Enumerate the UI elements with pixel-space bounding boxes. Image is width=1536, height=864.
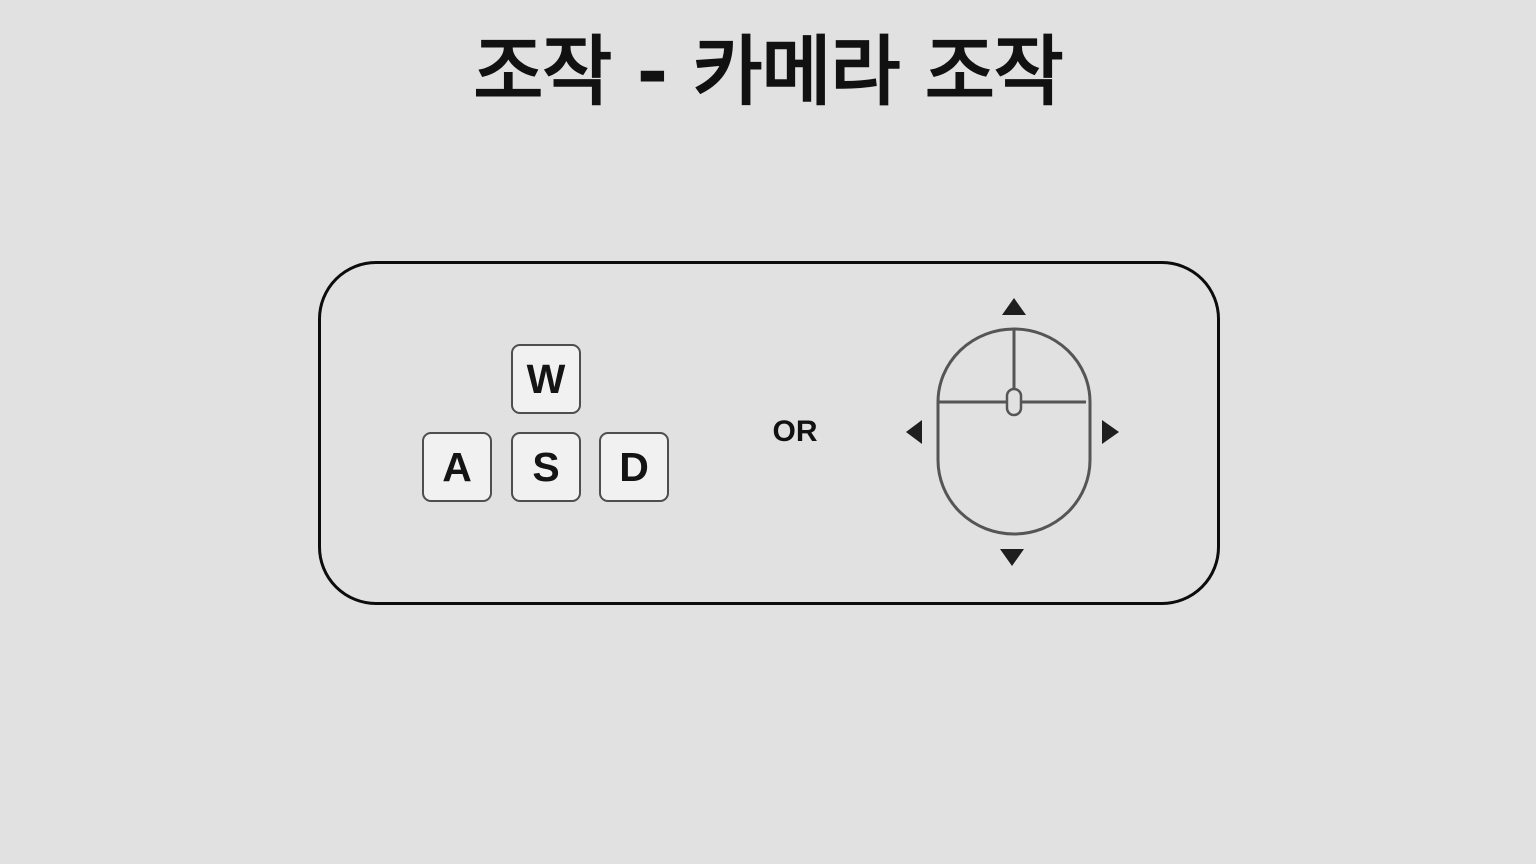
or-separator: OR	[772, 415, 818, 448]
arrow-left-icon	[906, 420, 922, 444]
controls-panel	[318, 261, 1220, 605]
mouse-icon	[936, 327, 1092, 536]
arrow-up-icon	[1002, 298, 1026, 315]
arrow-down-icon	[1000, 549, 1024, 566]
arrow-right-icon	[1102, 420, 1119, 444]
key-s: S	[511, 432, 581, 502]
key-w: W	[511, 344, 581, 414]
key-d: D	[599, 432, 669, 502]
key-a: A	[422, 432, 492, 502]
mouse-diagram	[906, 298, 1119, 566]
page-title: 조작 - 카메라 조작	[473, 27, 1063, 116]
